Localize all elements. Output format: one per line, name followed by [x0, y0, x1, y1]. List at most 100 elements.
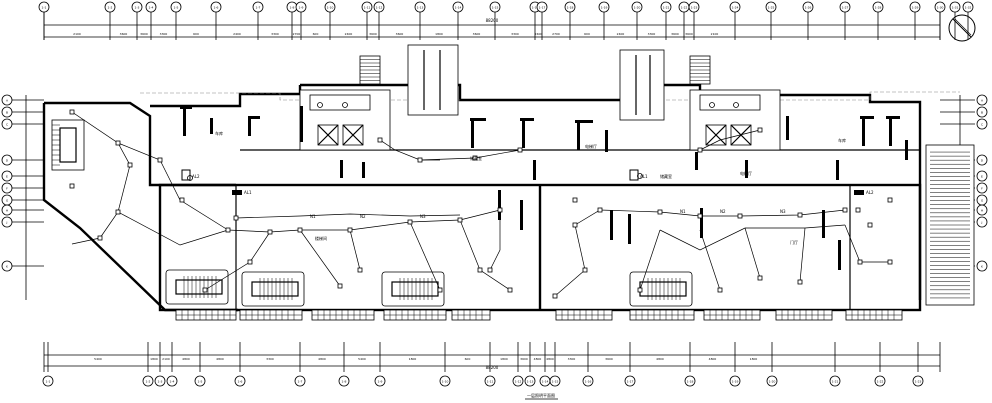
axis-label: A	[6, 99, 9, 103]
circuit-wire	[459, 219, 511, 291]
axis-label: 1-22	[877, 380, 884, 384]
circuit-tag-w5: N2	[720, 209, 726, 214]
axis-bubble-bottom: 1-19	[729, 342, 741, 387]
circuit-tag-w1: N1	[310, 214, 316, 219]
wall-pier	[836, 160, 839, 180]
axis-label: 1-11	[364, 6, 371, 10]
wall-pier	[533, 160, 536, 180]
bottom-dimension-value: 1800	[409, 357, 417, 361]
top-dimension-value: 2400	[535, 32, 543, 36]
wall-pier	[180, 106, 192, 109]
circuit-tag-w3: N3	[420, 214, 426, 219]
axis-bubble-left: B	[1, 106, 44, 118]
bottom-dimension-value: 3300	[568, 357, 576, 361]
balcony-strip	[383, 309, 447, 321]
axis-bubble-bottom: 1-5	[194, 342, 206, 387]
top-dimension-value: 2700	[293, 32, 301, 36]
light-fixture-icon	[179, 197, 185, 203]
top-dimension-value: 3300	[511, 32, 519, 36]
axis-bubble-top: 1-25	[765, 1, 777, 40]
svg-text:AL2: AL2	[192, 174, 200, 179]
axis-bubble-top: 1-26	[802, 1, 814, 40]
axis-label: 1-9	[299, 6, 304, 10]
wall-pier	[248, 116, 260, 119]
bottom-dimension-value: 5400	[358, 357, 366, 361]
axis-bubble-bottom: 1-20	[766, 342, 778, 387]
distribution-panel-al4: AL2	[854, 190, 874, 195]
axis-label: 1-27	[842, 6, 849, 10]
light-fixture-icon	[202, 287, 208, 293]
light-fixture-icon	[572, 197, 578, 203]
bottom-dimension-value: 1800	[750, 357, 758, 361]
top-dimension-value: 3600	[685, 32, 693, 36]
wall-pier	[522, 118, 525, 148]
axis-bubble-top: 1-5	[170, 1, 182, 40]
wall-pier	[210, 118, 213, 134]
svg-text:AL2: AL2	[866, 190, 874, 195]
wall-pier	[520, 118, 534, 121]
axis-label: B	[6, 111, 8, 115]
top-dimension-chain	[43, 12, 941, 40]
axis-label: E	[6, 175, 8, 179]
axis-bubble-top: 1-20	[631, 1, 643, 40]
axis-bubble-top: 1-30	[934, 1, 946, 40]
wall-pier	[838, 240, 841, 270]
axis-bubble-top: 1-12	[373, 1, 385, 40]
axis-label: 1-15	[552, 380, 559, 384]
axis-label: 1-28	[875, 6, 882, 10]
top-dimension-value: 3600	[140, 32, 148, 36]
balcony-strip	[239, 309, 303, 321]
axis-bubble-top: 1-22	[678, 1, 690, 40]
axis-label: 1-29	[912, 6, 919, 10]
svg-text:一层照明平面图: 一层照明平面图	[527, 392, 555, 398]
wall-pier	[470, 118, 486, 121]
top-dimension-value: 600	[313, 32, 319, 36]
axis-label: 1-15	[492, 6, 499, 10]
bottom-dimension-value: 4800	[318, 357, 326, 361]
axis-label: 1-13	[527, 380, 534, 384]
axis-label: 1-1	[46, 380, 51, 384]
light-fixture-icon	[657, 209, 663, 215]
light-fixture-icon	[597, 207, 603, 213]
light-fixture-icon	[855, 207, 861, 213]
room-label-r2: 储藏室	[470, 155, 482, 161]
light-fixture-icon	[582, 267, 588, 273]
wall-pier	[248, 116, 251, 136]
wall-pier	[889, 116, 892, 146]
axis-label: C	[981, 123, 983, 127]
elevator-core-right	[619, 49, 781, 151]
top-dimension-value: 3600	[396, 32, 404, 36]
axis-label: 1-32	[965, 6, 972, 10]
bottom-total-dimension: 88200	[486, 365, 499, 370]
axis-label: 1-18	[567, 6, 574, 10]
balcony-strip	[555, 309, 613, 321]
axis-bubble-top: 1-21	[660, 1, 672, 40]
top-dimension-value: 2400	[233, 32, 241, 36]
distribution-panel-al2: AL2	[181, 169, 200, 181]
top-dimension-value: 2400	[345, 32, 353, 36]
axis-bubble-top: 1-19	[598, 1, 610, 40]
wall-pier	[886, 116, 900, 119]
axis-label: 1-21	[663, 6, 670, 10]
top-dimension-value: 3600	[369, 32, 377, 36]
bottom-dimension-value: 4800	[546, 357, 554, 361]
light-fixture-icon	[867, 222, 873, 228]
circuit-tag-w4: N1	[680, 209, 686, 214]
circuit-wire	[117, 142, 229, 231]
light-fixture-icon	[357, 267, 363, 273]
balcony-strip	[845, 309, 903, 321]
axis-bubble-top: 1-9	[295, 1, 307, 40]
axis-bubble-bottom: 1-13	[524, 342, 536, 387]
axis-label: 1-3	[135, 6, 140, 10]
axis-bubble-bottom: 1-2	[142, 342, 154, 387]
light-fixture-icon	[572, 222, 578, 228]
axis-label: 1-14	[542, 380, 549, 384]
stair-unit	[165, 269, 229, 305]
top-dimension-value: 3600	[473, 32, 481, 36]
light-fixture-icon	[267, 229, 273, 235]
axis-bubble-bottom: 1-9	[374, 342, 386, 387]
axis-label: 1-17	[539, 6, 546, 10]
axis-bubble-bottom: 1-14	[539, 342, 551, 387]
